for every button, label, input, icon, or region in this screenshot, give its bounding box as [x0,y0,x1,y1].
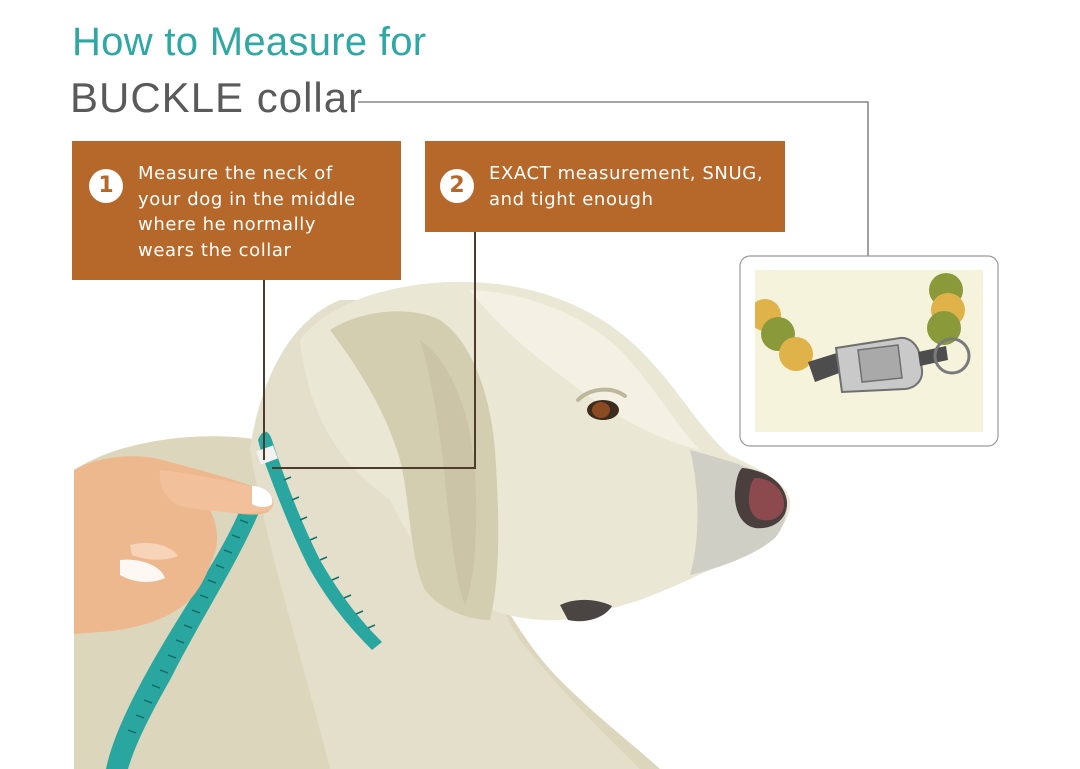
connector-lines-pointers [263,232,476,469]
hand-finger [159,470,274,514]
step-2-box: 2 EXACT measurement, SNUG, and tight eno… [425,141,785,232]
bead [779,337,813,371]
step-1-text: Measure the neck of your dog in the midd… [138,163,356,261]
hand-knuckle-2 [130,543,178,560]
tape-end [256,445,278,465]
hand-illustration [74,456,274,634]
dog-illustration [74,281,791,769]
title-line-2: BUCKLE collar [70,74,364,121]
connector-title-to-inset [358,101,869,262]
dog-nose-tip [748,478,784,521]
measuring-tape [106,431,382,769]
dog-head-highlight [470,290,700,450]
tape-ticks [127,476,376,734]
collar-strap-right [918,346,948,366]
connector-step2 [272,232,476,469]
step-2-text: EXACT measurement, SNUG, and tight enoug… [489,163,764,210]
hand-fingernail [252,486,273,507]
step-1-number: 1 [89,169,123,203]
connector-lines [358,101,869,262]
dog-brow [576,387,627,402]
collar-closeup [755,273,971,394]
collar-ring [933,337,971,375]
step-2-number: 2 [440,169,474,203]
bead [927,311,961,345]
title-line-1: How to Measure for [72,20,427,64]
step-1-box: 1 Measure the neck of your dog in the mi… [72,141,401,280]
dog-mouth [560,599,612,622]
dog-eye-iris [592,402,610,418]
collar-inset [739,255,999,447]
dog-ear-shade [420,340,477,605]
collar-strap [808,352,842,382]
tape-hanging [106,505,262,769]
buckle-detail [857,344,903,383]
hand-knuckle-1 [120,559,165,582]
